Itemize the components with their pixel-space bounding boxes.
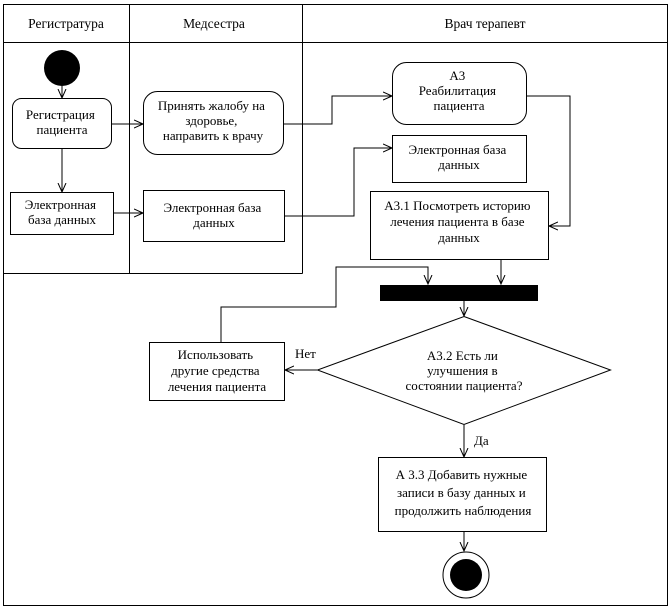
other-means-activity (149, 342, 285, 401)
decision-label: А3.2 Есть ли улучшения в состоянии пацие… (406, 348, 523, 393)
synchronization-bar (380, 285, 538, 301)
swimlanes: Регистратура Медсестра Врач терапевт (3, 4, 668, 606)
registry-database-label: Электронная база данных (25, 197, 100, 227)
lane-title-nurse: Медсестра (183, 16, 245, 31)
start-node (44, 50, 80, 86)
add-records-label: А 3.3 Добавить нужные записи в базу данн… (395, 467, 532, 518)
registry-database-box (10, 192, 114, 235)
diagram-frame (3, 4, 668, 606)
view-history-label: А3.1 Посмотреть историю лечения пациента… (384, 198, 534, 245)
nurse-database-label: Электронная база данных (163, 200, 264, 230)
other-means-label: Использовать другие средства лечения пац… (168, 347, 267, 394)
lane-title-doctor: Врач терапевт (445, 16, 526, 31)
connectors (62, 86, 571, 551)
doctor-database-label: Электронная база данных (408, 142, 509, 172)
add-records-activity (378, 457, 547, 532)
decision-diamond (316, 315, 612, 426)
registration-label: Регистрация пациента (26, 107, 98, 137)
arrow-rehabilitation-to-history (527, 95, 571, 226)
arrow-nurse-database-to-doctor-database (285, 148, 392, 217)
end-node (450, 559, 482, 591)
arrow-complaint-to-rehabilitation (284, 96, 392, 125)
edge-label-no: Нет (295, 346, 316, 361)
rehabilitation-label: А3 Реабилитация пациента (419, 68, 500, 113)
arrow-other-means-loop-to-sync-bar (220, 266, 428, 342)
accept-complaint-label: Принять жалобу на здоровье, направить к … (158, 98, 268, 143)
view-history-activity (370, 191, 549, 260)
lane-title-registry: Регистратура (28, 16, 104, 31)
edge-label-yes: Да (474, 433, 489, 448)
doctor-database-box (392, 135, 527, 183)
